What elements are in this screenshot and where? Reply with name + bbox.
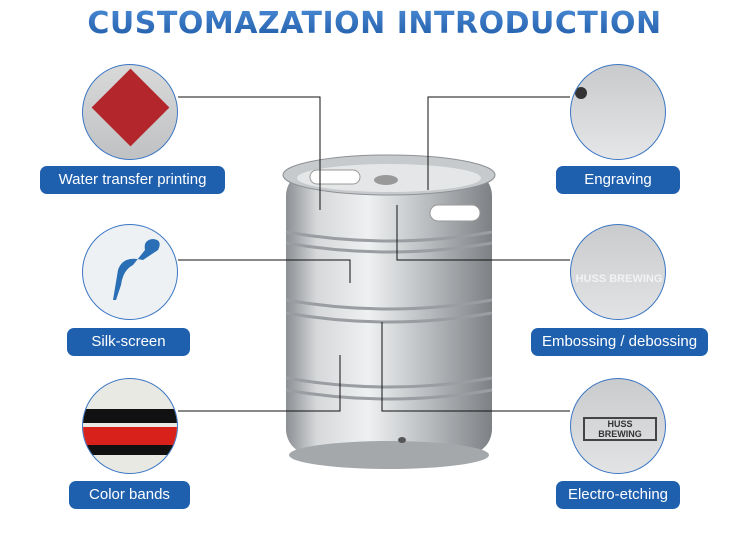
silk-screen-sample-image [82, 224, 178, 320]
color-bands-sample-image [82, 378, 178, 474]
label-water-transfer-printing: Water transfer printing [40, 166, 225, 194]
page-title: CUSTOMAZATION INTRODUCTION [0, 6, 749, 41]
etched-brand-text: HUSS BREWING [583, 417, 657, 441]
embossing-sample-image: HUSS BREWING [570, 224, 666, 320]
connector-lines [178, 96, 570, 412]
label-engraving: Engraving [556, 166, 680, 194]
electro-etching-sample-image: HUSS BREWING [570, 378, 666, 474]
engraving-sample-image [570, 64, 666, 160]
embossed-brand-text: HUSS BREWING [575, 273, 663, 285]
keg [282, 154, 496, 469]
label-electro-etching: Electro-etching [556, 481, 680, 509]
label-color-bands: Color bands [69, 481, 190, 509]
label-silk-screen: Silk-screen [67, 328, 190, 356]
label-embossing-debossing: Embossing / debossing [531, 328, 708, 356]
water-transfer-sample-image [82, 64, 178, 160]
